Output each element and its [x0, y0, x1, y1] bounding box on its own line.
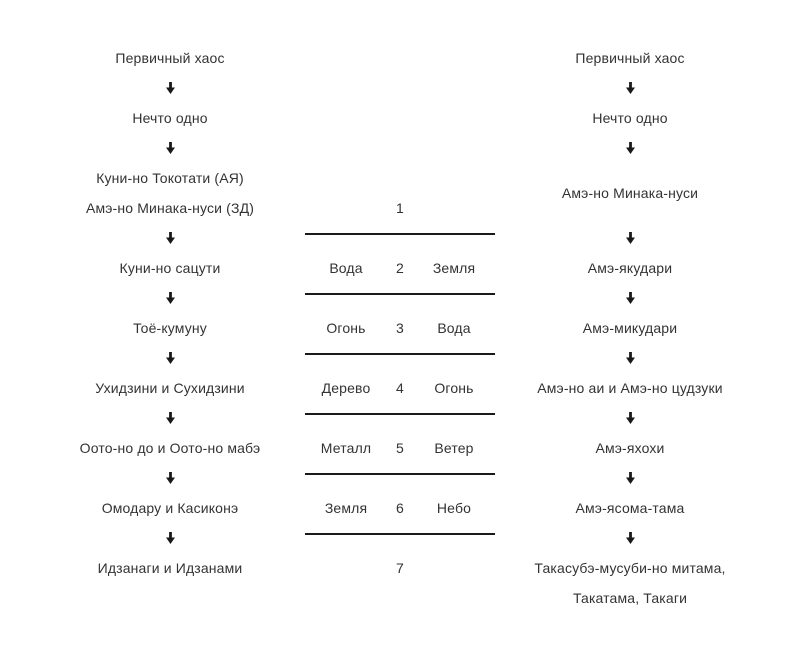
chain-node: Амэ-яхохи: [595, 440, 665, 456]
chain-node: Такатама, Такаги: [572, 590, 688, 606]
table-row: 1: [305, 193, 495, 223]
divider-line: [305, 533, 495, 535]
element-left: Дерево: [321, 380, 371, 396]
row-number: 6: [396, 500, 404, 516]
chain-node: Амэ-микудари: [582, 320, 678, 336]
down-arrow-icon: [500, 283, 760, 313]
divider-line: [305, 353, 495, 355]
chain-node: Куни-но сацути: [119, 260, 221, 276]
divider-line: [305, 473, 495, 475]
chain-node: Ухидзини и Сухидзини: [95, 380, 245, 396]
chain-node: Куни-но Токотати (АЯ): [96, 170, 244, 186]
row-number: 2: [396, 260, 404, 276]
chain-node: Тоё-кумуну: [133, 320, 207, 336]
chain-node: Такасубэ-мусуби-но митама,: [534, 560, 726, 576]
chain-node: Первичный хаос: [575, 50, 685, 66]
down-arrow-icon: [40, 463, 300, 493]
down-arrow-icon: [40, 133, 300, 163]
table-row: Земля 6 Небо: [305, 493, 495, 523]
element-left: Земля: [324, 500, 368, 516]
down-arrow-icon: [40, 403, 300, 433]
table-row: Дерево 4 Огонь: [305, 373, 495, 403]
element-left: Металл: [320, 440, 372, 456]
divider-line: [305, 413, 495, 415]
chain-node: Амэ-но Минака-нуси: [561, 185, 699, 201]
down-arrow-icon: [500, 133, 760, 163]
element-right: Небо: [436, 500, 472, 516]
chain-node: Омодару и Касиконэ: [101, 500, 239, 516]
divider-line: [305, 293, 495, 295]
down-arrow-icon: [500, 343, 760, 373]
down-arrow-icon: [40, 343, 300, 373]
down-arrow-icon: [500, 403, 760, 433]
down-arrow-icon: [500, 523, 760, 553]
element-left: Вода: [329, 260, 363, 276]
element-left: Огонь: [326, 320, 366, 336]
left-chain: Первичный хаос Нечто одно Куни-но Токота…: [40, 43, 300, 583]
down-arrow-icon: [40, 523, 300, 553]
chain-node: Нечто одно: [132, 110, 208, 126]
chain-node: Оото-но до и Оото-но мабэ: [79, 440, 261, 456]
row-number: 1: [396, 200, 404, 216]
chain-node: Амэ-но Минака-нуси (ЗД): [85, 200, 255, 216]
table-row: Вода 2 Земля: [305, 253, 495, 283]
chain-node: Амэ-якудари: [587, 260, 673, 276]
elements-table: 1 Вода 2 Земля Огонь 3 Вода Дерево 4 Ого…: [305, 193, 495, 583]
row-number: 7: [396, 560, 404, 576]
element-right: Огонь: [434, 380, 474, 396]
table-row: Металл 5 Ветер: [305, 433, 495, 463]
table-row: Огонь 3 Вода: [305, 313, 495, 343]
down-arrow-icon: [500, 73, 760, 103]
chain-node: Амэ-но аи и Амэ-но цудзуки: [537, 380, 723, 396]
divider-line: [305, 233, 495, 235]
down-arrow-icon: [40, 283, 300, 313]
row-number: 3: [396, 320, 404, 336]
chain-node: Нечто одно: [592, 110, 668, 126]
table-row: 7: [305, 553, 495, 583]
right-chain: Первичный хаос Нечто одно Амэ-но Минака-…: [500, 43, 760, 613]
down-arrow-icon: [500, 463, 760, 493]
down-arrow-icon: [40, 73, 300, 103]
row-number: 5: [396, 440, 404, 456]
element-right: Земля: [432, 260, 476, 276]
element-right: Ветер: [434, 440, 474, 456]
down-arrow-icon: [500, 223, 760, 253]
row-number: 4: [396, 380, 404, 396]
chain-node: Амэ-ясома-тама: [575, 500, 685, 516]
chain-node: Первичный хаос: [115, 50, 225, 66]
down-arrow-icon: [40, 223, 300, 253]
element-right: Вода: [437, 320, 471, 336]
chain-node: Идзанаги и Идзанами: [97, 560, 243, 576]
